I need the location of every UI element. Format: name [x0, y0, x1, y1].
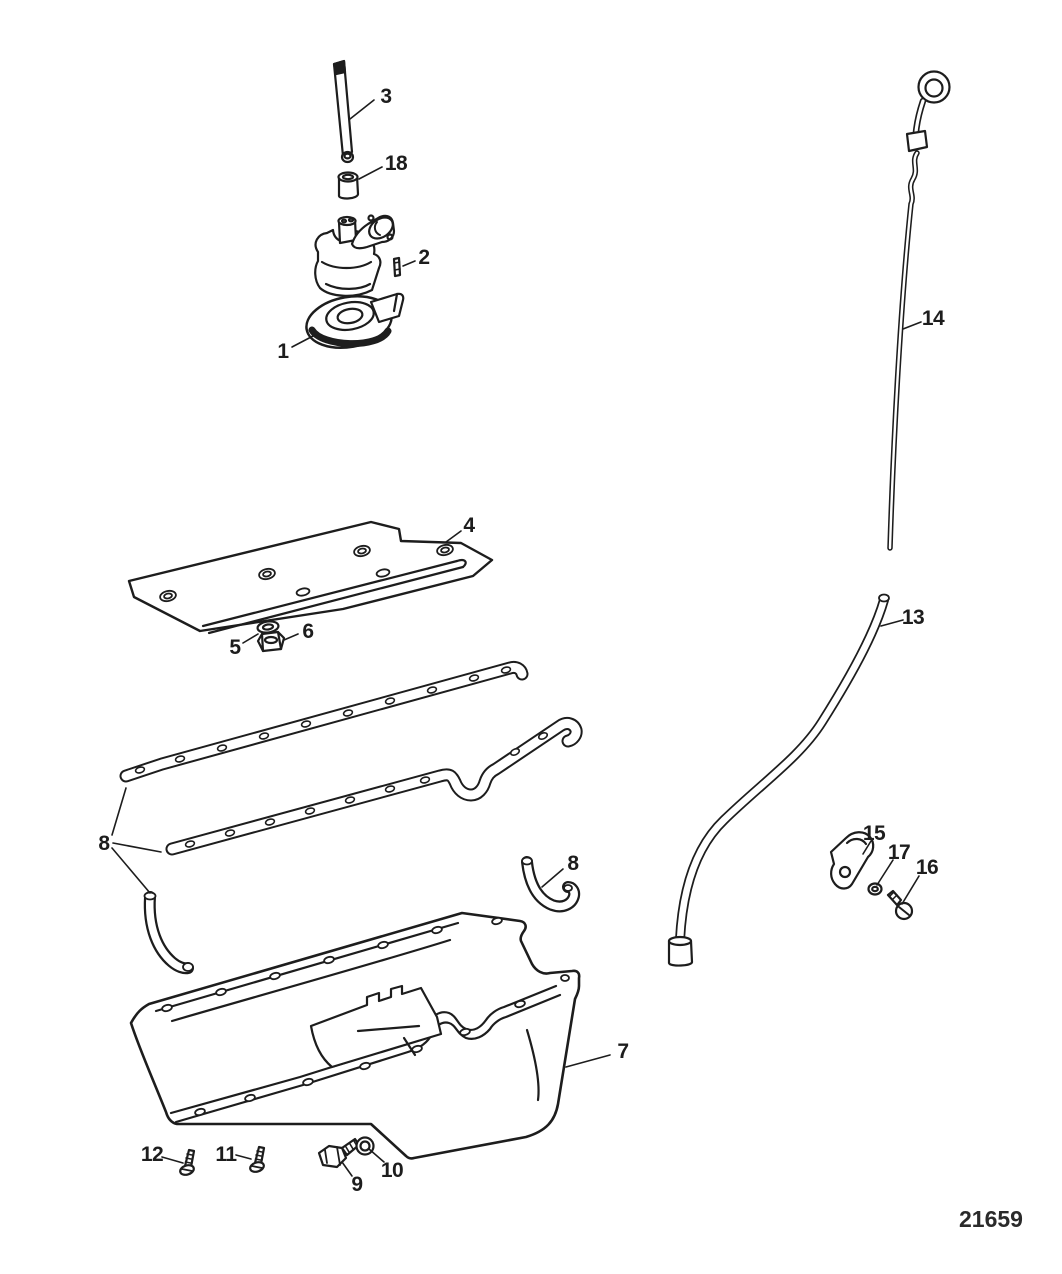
callout-2: 2 [418, 246, 429, 269]
tube-clamp [829, 831, 875, 890]
baffle-nut [256, 630, 286, 653]
drawing-number: 21659 [959, 1206, 1023, 1232]
callout-3: 3 [380, 85, 391, 108]
pan-screw-12 [179, 1148, 196, 1176]
oil-pan [129, 911, 581, 1160]
oil-pan-gasket-set [119, 660, 583, 975]
oil-pump-driveshaft [332, 59, 355, 164]
callout-5: 5 [229, 636, 241, 659]
callout-10: 10 [381, 1159, 403, 1182]
oil-pump [305, 214, 405, 349]
pan-screw-11 [249, 1145, 266, 1173]
callout-14: 14 [922, 307, 945, 330]
pump-roll-pin [392, 256, 402, 278]
callout-12: 12 [141, 1143, 163, 1166]
pan-flange-holes-near [194, 999, 526, 1117]
callout-8-left: 8 [98, 832, 110, 855]
callout-8-right: 8 [567, 852, 579, 875]
callout-9: 9 [351, 1173, 362, 1196]
pan-internal-baffle [309, 984, 443, 1069]
callout-leader-lines [111, 99, 922, 1177]
callout-6: 6 [302, 620, 313, 643]
callout-1: 1 [277, 340, 289, 363]
dipstick [887, 70, 951, 551]
callout-4: 4 [463, 514, 475, 537]
clamp-screw [886, 889, 914, 921]
baffle-plate-outline [127, 520, 494, 633]
callout-15: 15 [863, 822, 886, 845]
drain-plug [317, 1137, 361, 1169]
baffle-plate [127, 520, 494, 635]
clamp-washer [867, 882, 883, 896]
callout-17: 17 [888, 841, 910, 864]
callout-16: 16 [916, 856, 938, 879]
callout-11: 11 [215, 1143, 237, 1166]
end-seal-right [521, 856, 581, 913]
callout-7: 7 [617, 1040, 628, 1063]
callout-18: 18 [385, 152, 408, 175]
callout-13: 13 [902, 606, 924, 629]
pan-flange-holes-far [161, 916, 570, 1013]
dipstick-tube [667, 593, 890, 967]
driveshaft-coupling [337, 171, 360, 200]
end-seal-left [143, 891, 194, 975]
drain-plug-washer [355, 1136, 375, 1156]
